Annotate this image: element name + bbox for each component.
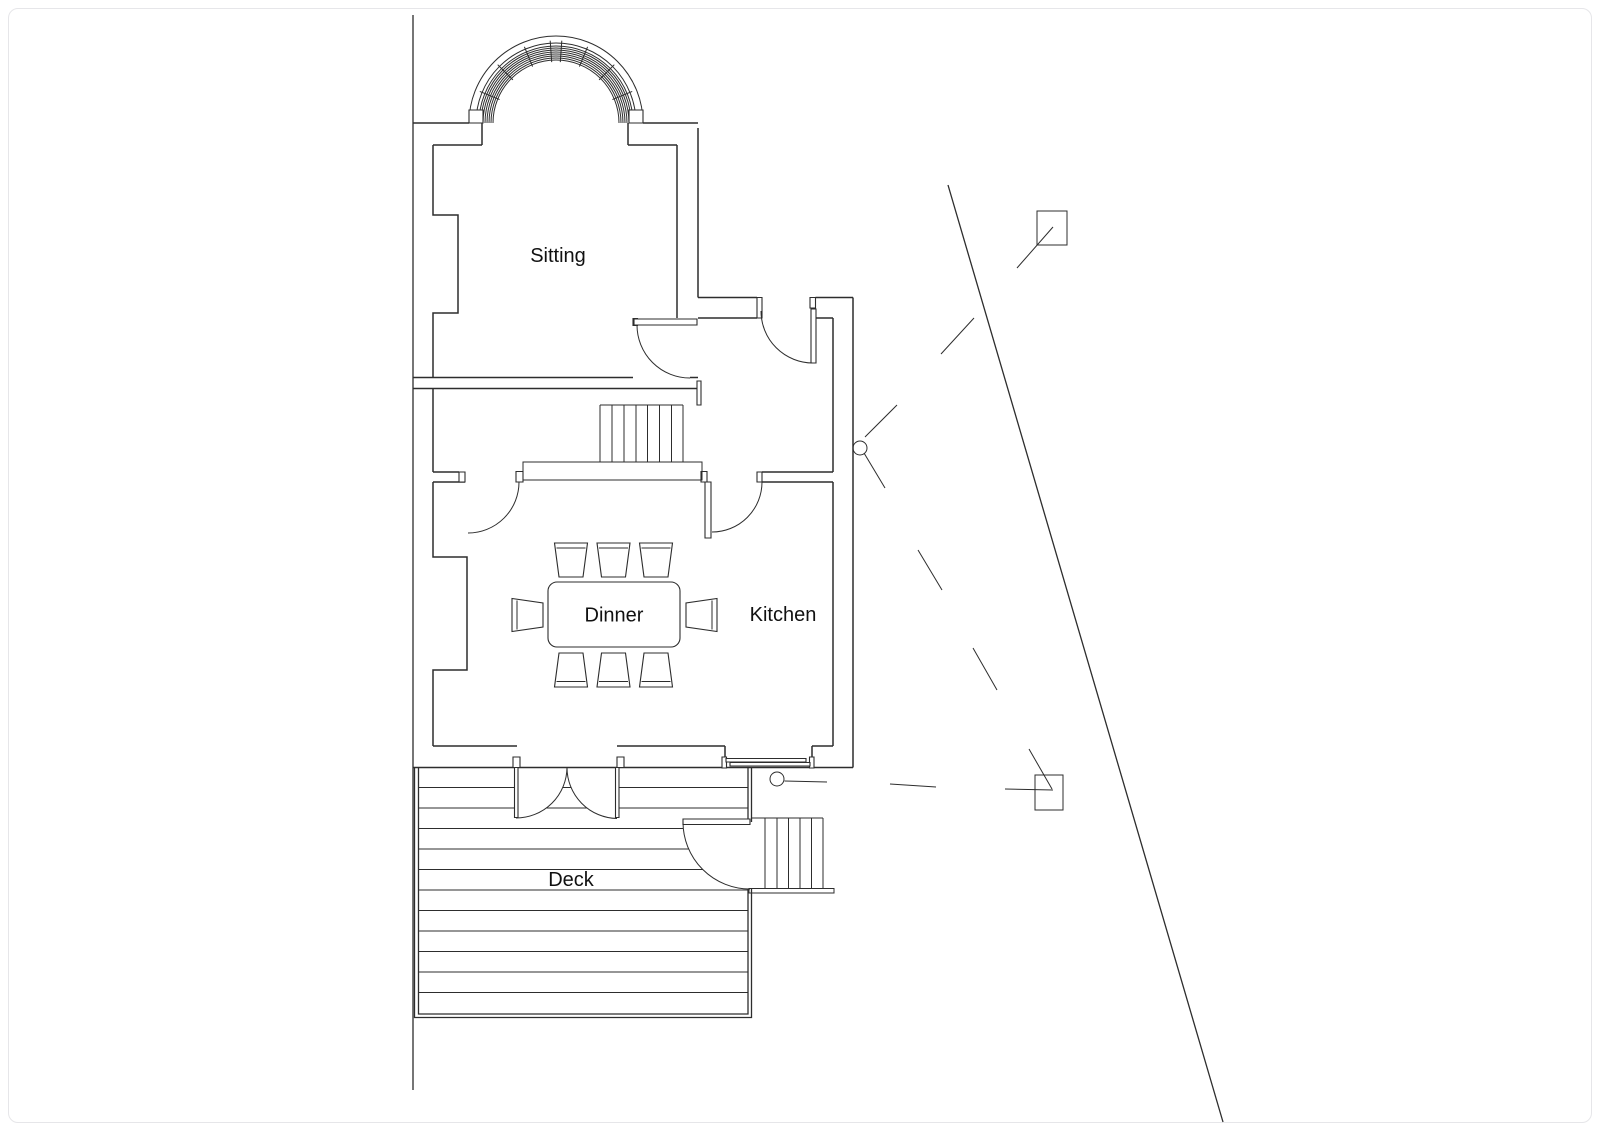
drainage-circle-east-wall <box>853 441 867 455</box>
door-jambs <box>459 298 816 769</box>
dashed-leader-upper <box>865 227 1053 437</box>
door-swing-masks <box>516 767 750 889</box>
wall-stub-kitchen-divider <box>705 482 711 538</box>
room-label-sitting: Sitting <box>530 245 586 267</box>
dining-chair <box>640 653 673 687</box>
dining-chair <box>597 653 630 687</box>
dining-chair <box>555 653 588 687</box>
deck-outline <box>415 768 752 1018</box>
house-walls <box>413 123 853 768</box>
kitchen-door-arc <box>712 482 762 532</box>
dining-chair <box>640 543 673 577</box>
dining-chair <box>555 543 588 577</box>
soakaway-square-upper <box>1037 211 1067 245</box>
dining-chair <box>686 599 717 632</box>
dining-chair <box>512 599 543 632</box>
internal-stairs <box>600 405 683 462</box>
wall-stub-hall <box>697 381 701 405</box>
stair-landing <box>523 462 702 480</box>
sliding-patio-door <box>726 759 810 767</box>
drainage-circle-deck <box>770 772 784 786</box>
french-doors <box>515 768 620 819</box>
front-door <box>761 309 816 363</box>
room-label-kitchen: Kitchen <box>750 604 817 626</box>
deck-gate <box>683 819 750 889</box>
bay-window-mullion-ticks <box>480 41 632 100</box>
deck-stairs <box>749 818 834 893</box>
dinner-door-arc <box>468 482 519 533</box>
dining-chairs <box>512 543 717 687</box>
dashed-leader-lower-horizontal <box>785 781 1054 790</box>
room-label-deck: Deck <box>548 869 595 891</box>
sitting-room-door <box>634 319 697 378</box>
room-label-dinner: Dinner <box>585 605 644 627</box>
bay-window <box>469 36 643 123</box>
bay-window-glazing-hatch <box>479 46 633 123</box>
dashed-leader-lower-diagonal <box>864 453 1052 789</box>
soakaway-square-lower <box>1035 775 1063 810</box>
dining-table <box>548 582 680 647</box>
site-boundary-right-line <box>948 185 1223 1122</box>
dining-chair <box>597 543 630 577</box>
